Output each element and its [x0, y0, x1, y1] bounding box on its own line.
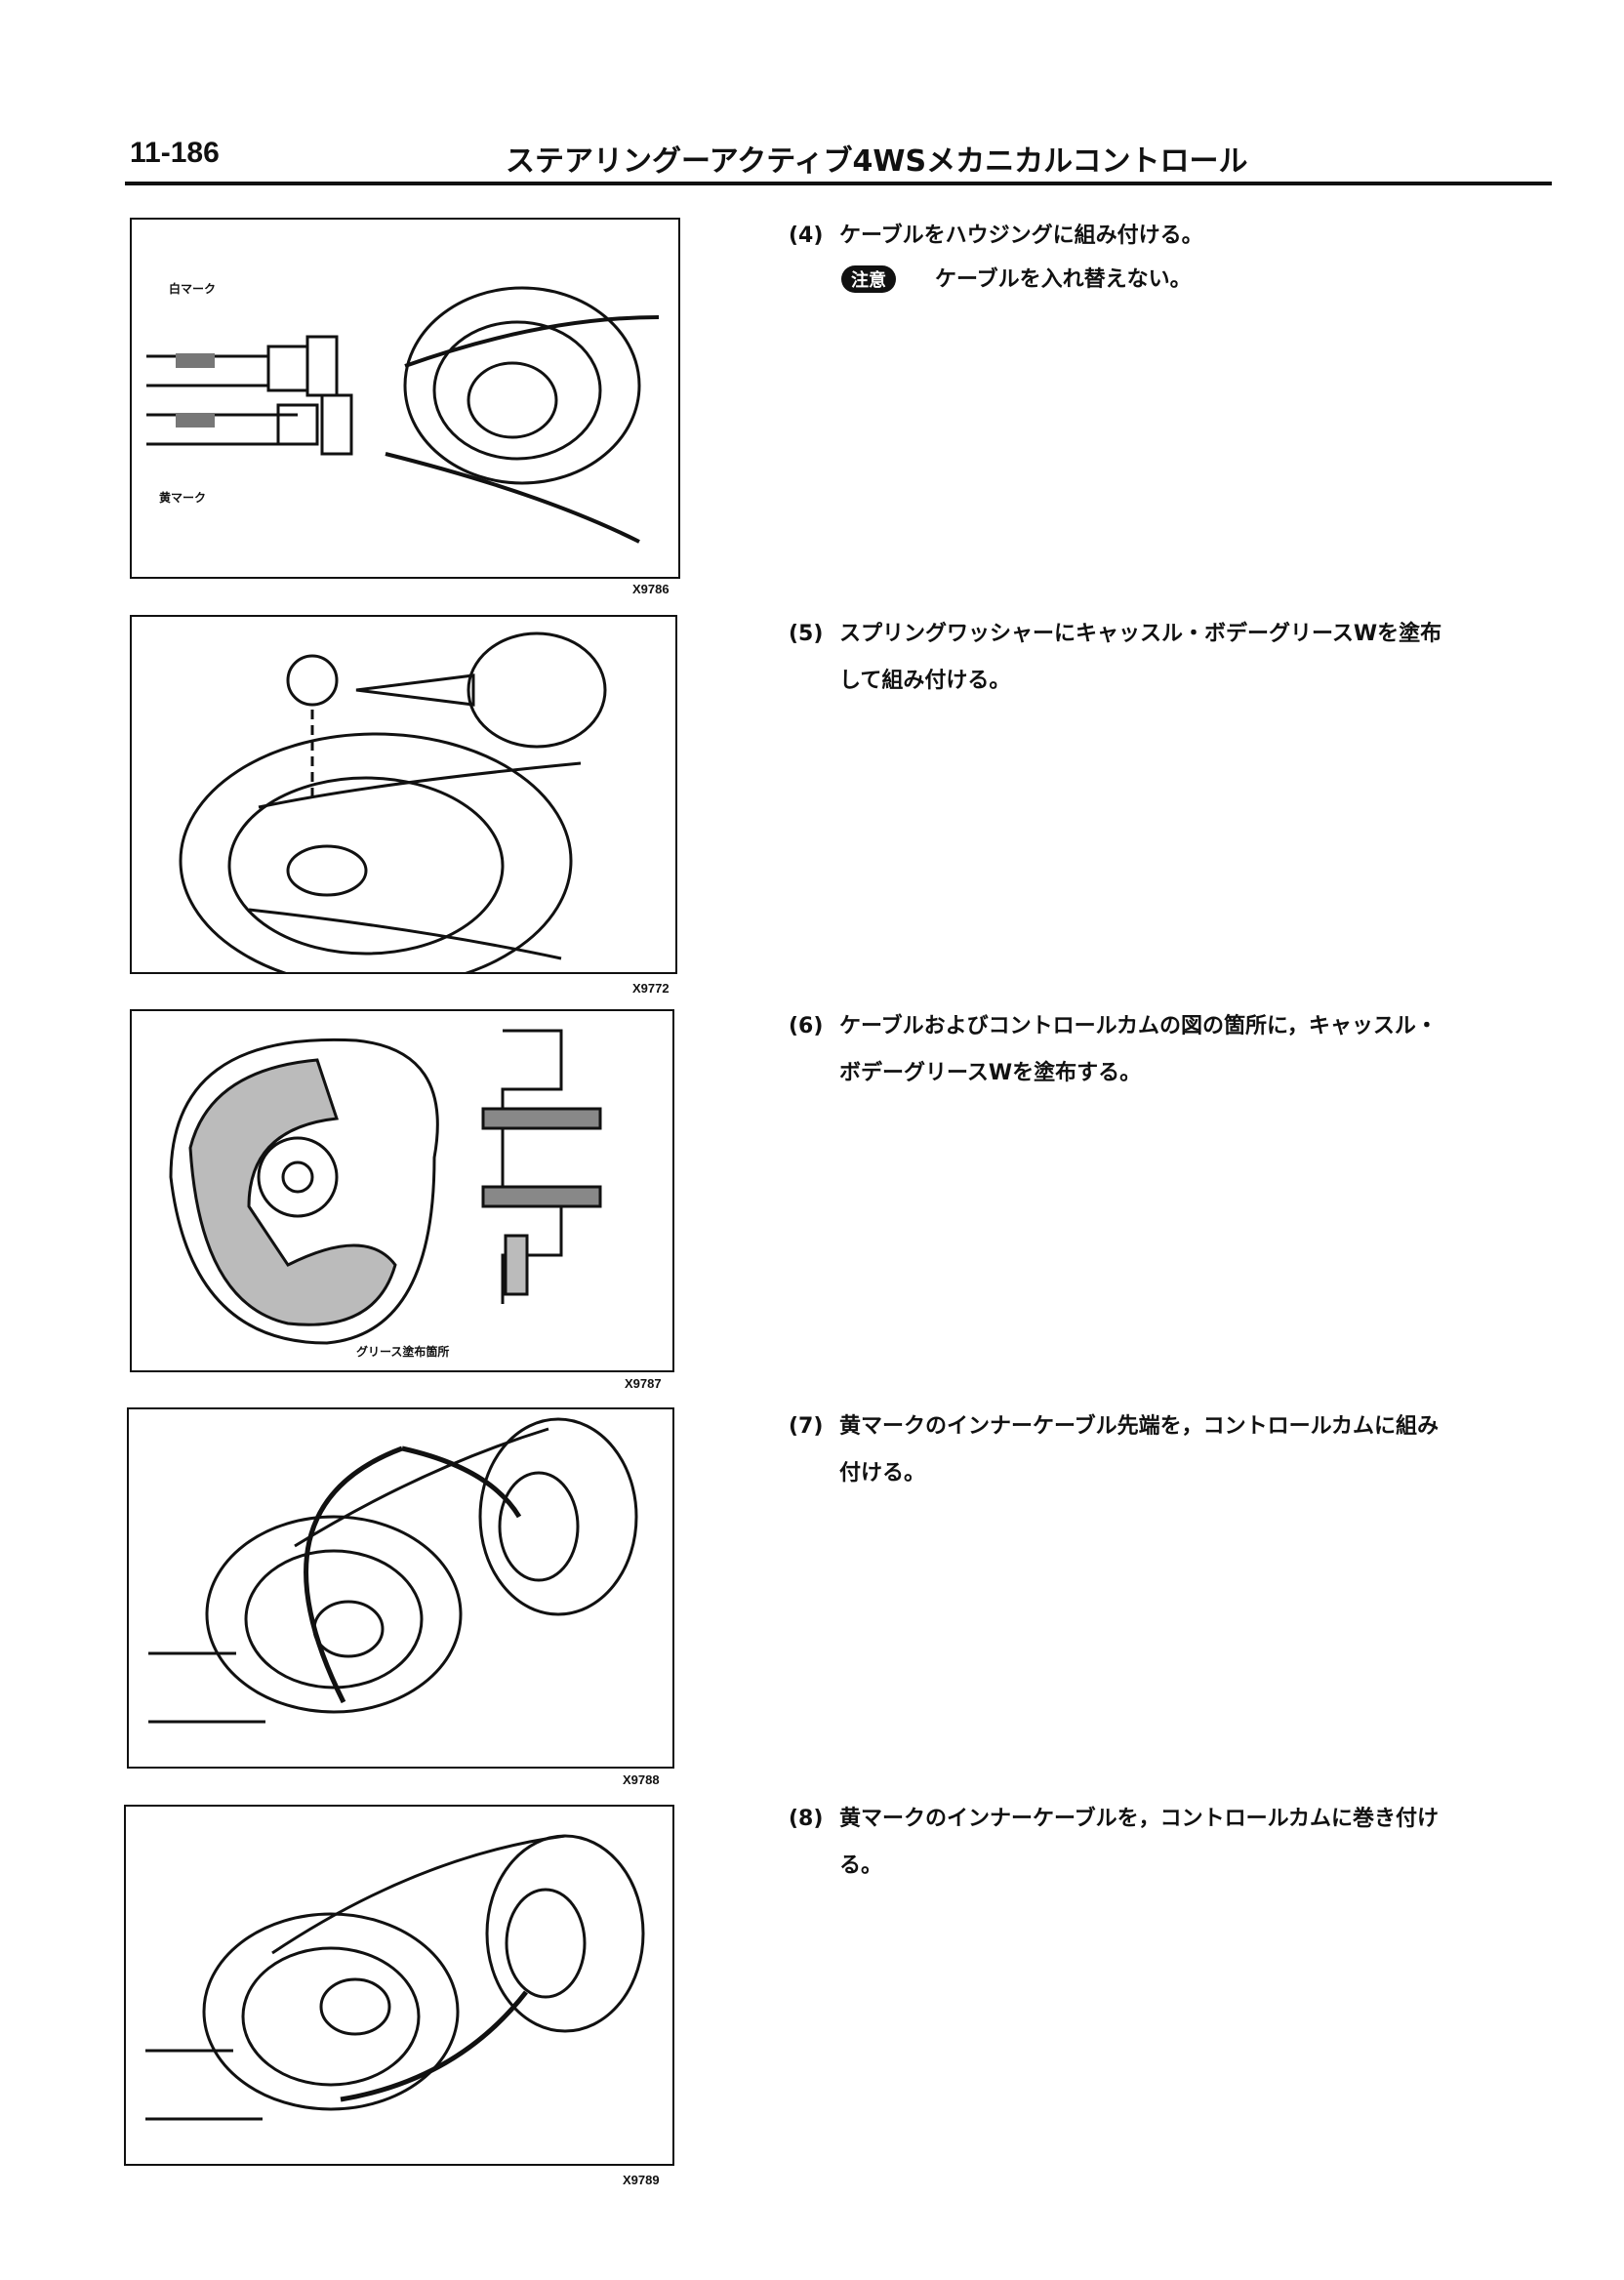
figure-spring-washer — [130, 615, 677, 974]
step-text-cont: 付ける。 — [839, 1461, 926, 1486]
grease-area-label: グリース塗布箇所 — [356, 1345, 450, 1359]
step-4: (4) ケーブルをハウジングに組み付ける。 — [789, 213, 1560, 260]
step-text: 黄マークのインナーケーブル先端を，コントロールカムに組み — [839, 1414, 1440, 1439]
step-number: (7) — [789, 1414, 824, 1439]
step-7: (7) 黄マークのインナーケーブル先端を，コントロールカムに組み 付ける。 — [789, 1404, 1560, 1497]
caution-text: ケーブルを入れ替えない。 — [935, 267, 1192, 292]
figure-code: X9789 — [623, 2173, 660, 2187]
step-6: (6) ケーブルおよびコントロールカムの図の箇所に，キャッスル・ ボデーグリースW… — [789, 1003, 1560, 1097]
header-rule — [125, 182, 1552, 185]
step-number: (8) — [789, 1807, 824, 1831]
figure-code: X9788 — [623, 1772, 660, 1787]
page-title: ステアリングーアクティブ4WSメカニカルコントロール — [506, 144, 1248, 179]
step-text-cont: る。 — [839, 1853, 883, 1878]
yellow-mark-label: 黄マーク — [159, 491, 207, 505]
step-8: (8) 黄マークのインナーケーブルを，コントロールカムに巻き付け る。 — [789, 1796, 1560, 1890]
figure-code: X9787 — [625, 1376, 662, 1391]
figure-code: X9772 — [632, 981, 670, 996]
figure-grease-points: グリース塗布箇所 — [130, 1009, 674, 1372]
figure-cable-to-cam — [127, 1407, 674, 1769]
step-text: ケーブルおよびコントロールカムの図の箇所に，キャッスル・ — [839, 1014, 1438, 1038]
caution-badge: 注意 — [841, 265, 896, 293]
white-mark-label: 白マーク — [169, 282, 217, 296]
step-number: (4) — [789, 224, 824, 248]
step-number: (5) — [789, 622, 824, 646]
caution-note: 注意 ケーブルを入れ替えない。 — [841, 262, 1192, 293]
step-text-cont: ボデーグリースWを塗布する。 — [839, 1061, 1142, 1085]
figure-cable-wound-on-cam — [124, 1805, 674, 2166]
figure-cable-housing: 白マーク 黄マーク — [130, 218, 680, 579]
step-text: スプリングワッシャーにキャッスル・ボデーグリースWを塗布 — [839, 622, 1442, 646]
figure-code: X9786 — [632, 582, 670, 596]
step-number: (6) — [789, 1014, 824, 1038]
page-number: 11-186 — [130, 137, 220, 169]
step-text-cont: して組み付ける。 — [839, 669, 1011, 693]
step-5: (5) スプリングワッシャーにキャッスル・ボデーグリースWを塗布 して組み付ける。 — [789, 611, 1560, 705]
step-text: ケーブルをハウジングに組み付ける。 — [839, 224, 1203, 248]
step-text: 黄マークのインナーケーブルを，コントロールカムに巻き付け — [839, 1807, 1440, 1831]
